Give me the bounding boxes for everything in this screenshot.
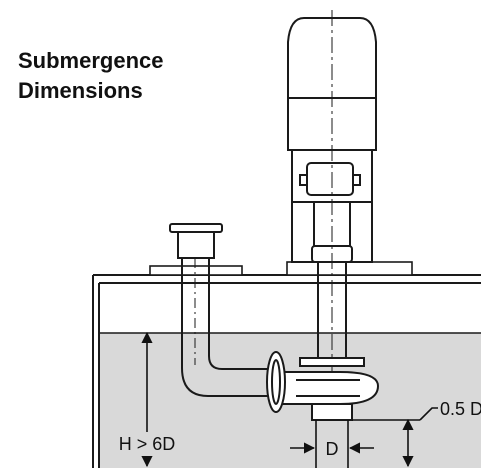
discharge-pipe [181,258,272,397]
diameter-label: D [326,439,339,459]
height-dimension [108,331,186,468]
title-line-1: Submergence [18,48,164,73]
title-line-2: Dimensions [18,78,143,103]
diagram-title: Submergence Dimensions [18,46,164,106]
pipe-flange-side [266,351,286,413]
pump-shaft [317,262,347,360]
mounting-plate [149,261,413,276]
pump-volute [279,357,380,421]
clearance-dimension [352,407,438,468]
diameter-dimension [290,420,374,468]
pipe-flange-top [169,223,223,259]
height-label: H > 6D [119,434,176,454]
clearance-label: 0.5 D [440,399,481,419]
